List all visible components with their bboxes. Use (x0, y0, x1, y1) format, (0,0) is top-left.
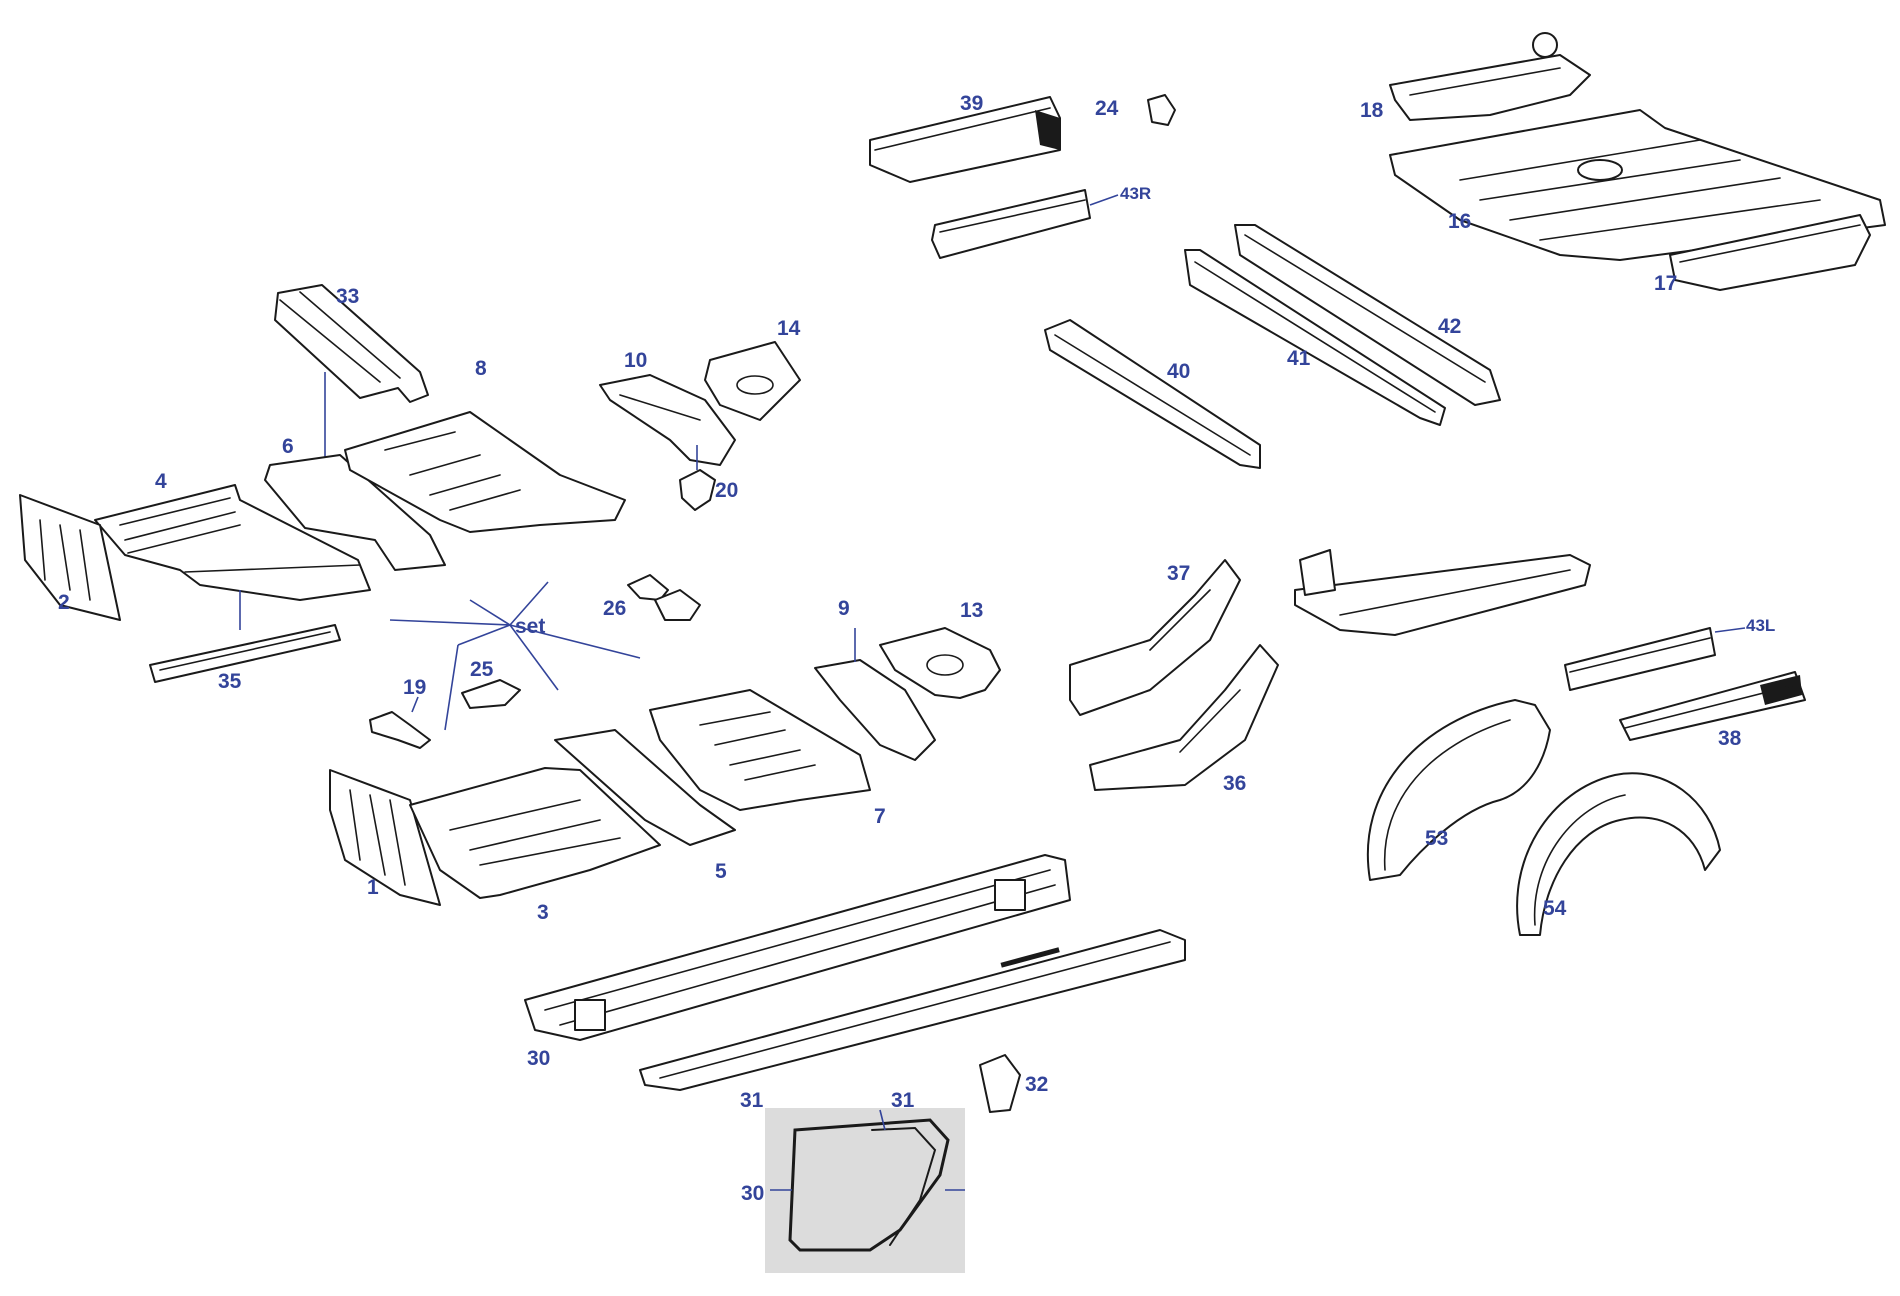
label-19: 19 (403, 676, 426, 699)
part-38-strip (1619, 671, 1806, 741)
part-5-floor-center (554, 729, 736, 846)
label-31: 31 (740, 1089, 764, 1112)
label-36: 36 (1223, 772, 1246, 795)
label-2: 2 (58, 591, 70, 614)
part-9-bracket (814, 628, 936, 761)
label-37: 37 (1167, 562, 1190, 585)
part-33-tunnel-section (274, 284, 429, 483)
label-53: 53 (1425, 827, 1448, 850)
label-54: 54 (1543, 897, 1567, 920)
rear-rail (1294, 549, 1591, 636)
label-30: 30 (527, 1047, 550, 1070)
part-2-end-cap (19, 494, 121, 621)
label-42: 42 (1438, 315, 1461, 338)
label-20: 20 (715, 479, 738, 502)
part-3-floor-left (409, 767, 661, 899)
label-10: 10 (624, 349, 647, 372)
label-16: 16 (1448, 210, 1471, 233)
label-3: 3 (537, 901, 549, 924)
label-40: 40 (1167, 360, 1190, 383)
part-19-clip (369, 696, 431, 749)
label-32: 32 (1025, 1073, 1048, 1096)
label-18: 18 (1360, 99, 1384, 122)
part-42-rail (1234, 224, 1501, 406)
part-43R-strip (931, 189, 1119, 259)
part-32-bracket (979, 1054, 1021, 1113)
label-39: 39 (960, 92, 983, 115)
label-set: set (515, 615, 545, 638)
callout-labels: 33 8 10 14 6 4 20 2 26 set 9 13 35 25 19… (58, 92, 1775, 1205)
part-16-rear-floor (1389, 109, 1886, 261)
label-43L: 43L (1746, 616, 1775, 635)
label-43R: 43R (1120, 184, 1151, 203)
part-8-floor-right-front (344, 411, 626, 533)
label-4: 4 (155, 470, 167, 493)
label-14: 14 (777, 317, 801, 340)
label-38: 38 (1718, 727, 1742, 750)
part-14-bracket (704, 341, 801, 421)
part-35-sill-strip (149, 590, 341, 683)
part-40-rail (1044, 319, 1261, 469)
part-20-grommet (679, 445, 716, 511)
part-53-wheel-arch (1366, 699, 1551, 881)
label-inset-30: 30 (741, 1182, 764, 1205)
part-26-clip (627, 574, 701, 621)
label-33: 33 (336, 285, 359, 308)
part-4-floor-left-front (94, 484, 371, 601)
label-13: 13 (960, 599, 983, 622)
label-25: 25 (470, 658, 494, 681)
part-41-rail (1184, 249, 1446, 426)
part-37-panel (1069, 559, 1241, 716)
sill-section-inset (765, 1108, 965, 1273)
label-35: 35 (218, 670, 242, 693)
part-36-panel (1089, 644, 1279, 791)
label-17: 17 (1654, 272, 1677, 295)
label-41: 41 (1287, 347, 1311, 370)
label-5: 5 (715, 860, 727, 883)
label-9: 9 (838, 597, 850, 620)
label-6: 6 (282, 435, 294, 458)
set-leaders (389, 581, 641, 731)
part-1-end-cap (329, 769, 441, 906)
part-17-panel (1669, 214, 1871, 291)
label-8: 8 (475, 357, 487, 380)
part-43L-strip (1564, 627, 1746, 691)
part-25-plate (461, 679, 521, 709)
label-26: 26 (603, 597, 626, 620)
part-39-channel (869, 96, 1061, 183)
part-7-floor-right (649, 689, 871, 811)
part-30-inner-sill (524, 854, 1071, 1041)
part-54-wheel-arch (1516, 772, 1721, 936)
part-18-panel (1389, 32, 1591, 121)
label-1: 1 (367, 876, 379, 899)
label-7: 7 (874, 805, 886, 828)
part-13-bracket (879, 627, 1001, 699)
label-inset-31: 31 (891, 1089, 915, 1112)
label-24: 24 (1095, 97, 1119, 120)
part-24-clip (1147, 94, 1176, 126)
part-10-bracket (599, 374, 736, 466)
part-31-outer-sill (639, 929, 1186, 1091)
